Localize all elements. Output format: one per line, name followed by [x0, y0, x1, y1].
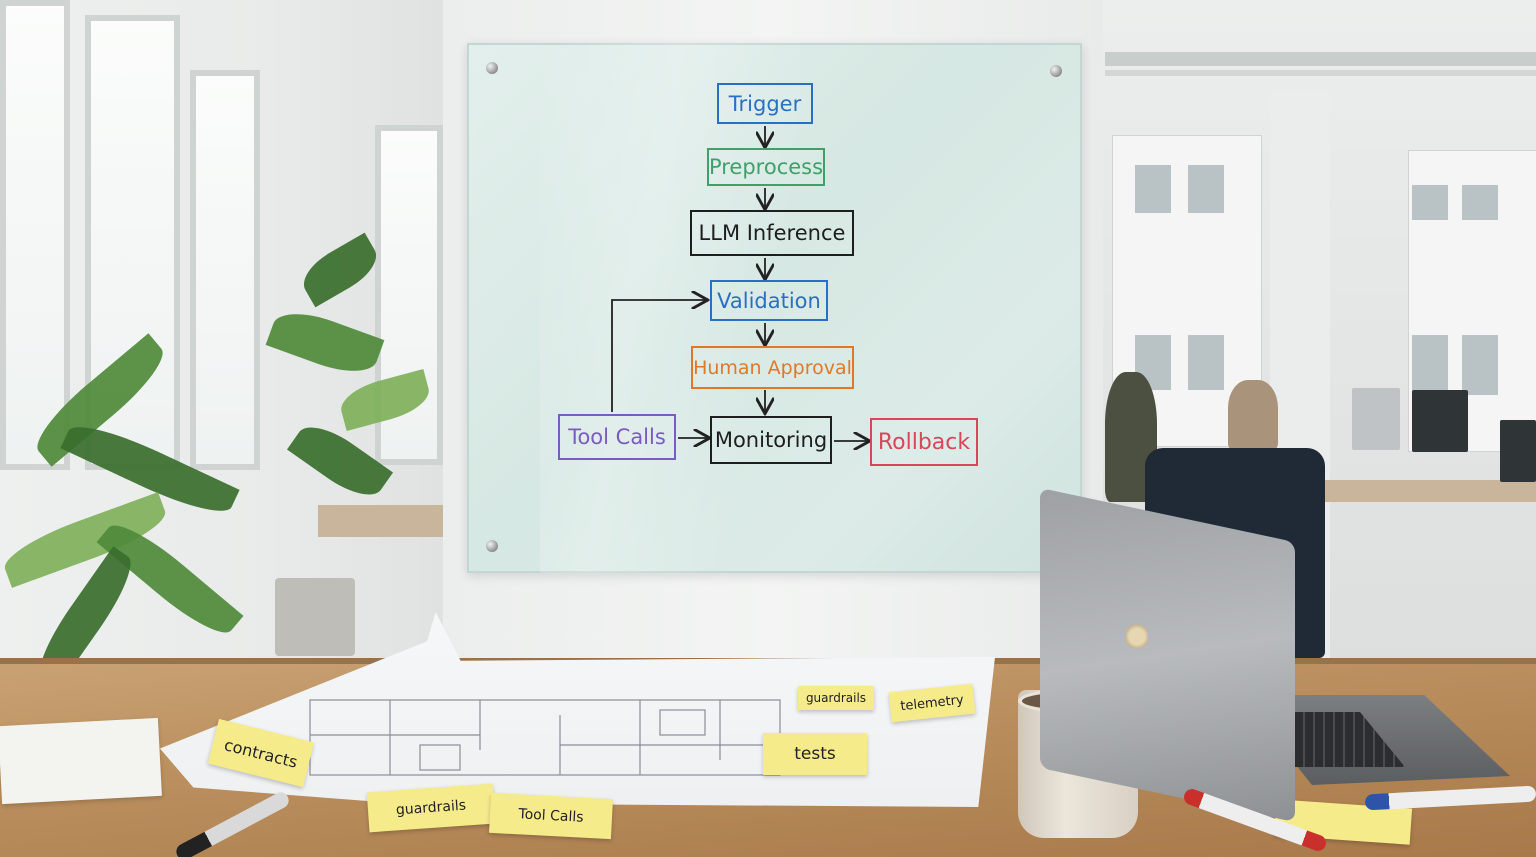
background-desk — [318, 505, 443, 537]
monitor — [1500, 420, 1536, 482]
building-window — [1135, 165, 1171, 213]
building-window — [1188, 165, 1224, 213]
blueprint-floorplan — [309, 699, 781, 776]
person — [1228, 380, 1278, 450]
sticky-note-tool-calls: Tool Calls — [489, 792, 613, 840]
background-desk — [1310, 480, 1536, 502]
flow-node-validation: Validation — [710, 280, 828, 321]
ceiling-beam — [1105, 70, 1536, 76]
monitor — [1352, 388, 1400, 450]
glass-whiteboard — [467, 43, 1082, 573]
building-window — [1188, 335, 1224, 390]
sticky-note-guardrails-top: guardrails — [798, 686, 874, 710]
flow-node-llm-inference: LLM Inference — [690, 210, 854, 256]
flow-node-rollback: Rollback — [870, 418, 978, 466]
board-reflection — [540, 43, 800, 573]
flow-node-trigger: Trigger — [717, 83, 813, 124]
sticky-note-tests: tests — [763, 733, 867, 775]
board-mount-bolt — [486, 540, 498, 552]
building-window — [1412, 185, 1448, 220]
flow-node-human-approval: Human Approval — [691, 346, 854, 389]
board-mount-bolt — [486, 62, 498, 74]
ceiling-beam — [1105, 52, 1536, 66]
flow-node-monitoring: Monitoring — [710, 416, 832, 464]
laptop-icon — [1040, 487, 1295, 823]
building-window — [1462, 335, 1498, 395]
building-window — [1462, 185, 1498, 220]
window-pane — [0, 0, 70, 470]
laptop-logo — [1126, 620, 1148, 650]
monitor — [1412, 390, 1468, 452]
plant-pot — [275, 578, 355, 656]
notebook — [0, 717, 162, 805]
building-window — [1412, 335, 1448, 395]
board-mount-bolt — [1050, 65, 1062, 77]
window-pane — [190, 70, 260, 470]
flow-node-preprocess: Preprocess — [707, 148, 825, 186]
flow-node-tool-calls: Tool Calls — [558, 414, 676, 460]
